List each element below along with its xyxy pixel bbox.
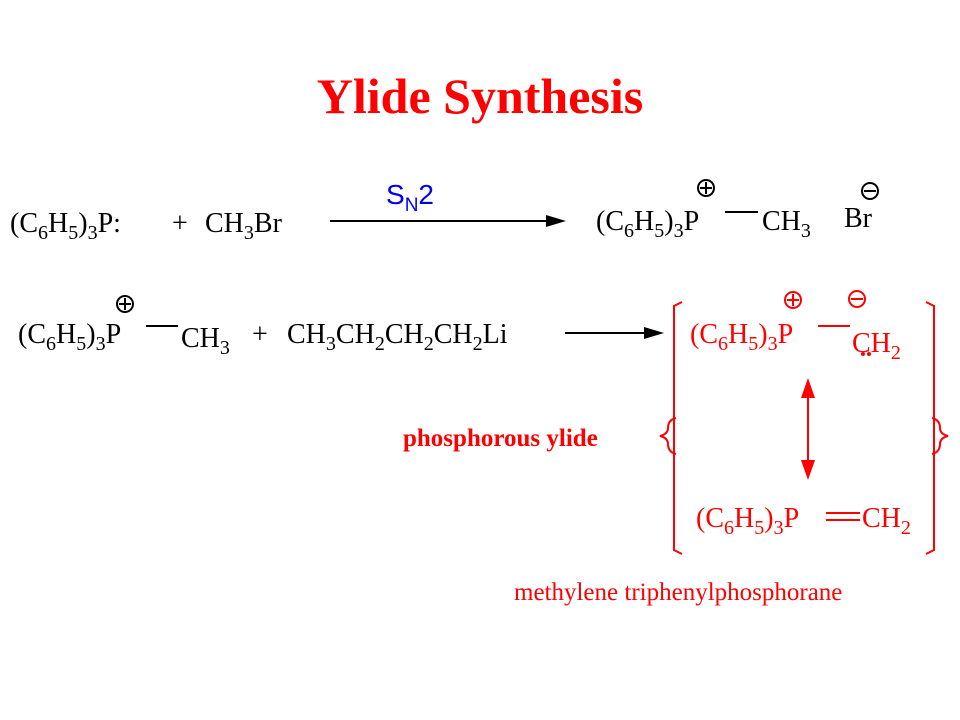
plus-sign: + <box>252 319 268 350</box>
ylide-resonance-form-1: (C6H5)3P <box>690 319 793 355</box>
methyl-group: CH3 <box>181 323 230 359</box>
reactant-triphenylphosphine: (C6H5)3P: <box>10 208 121 244</box>
arrow-label-sn2: SN2 <box>386 179 434 216</box>
compound-name: methylene triphenylphosphorane <box>514 579 842 606</box>
reaction-arrow <box>330 215 566 227</box>
methylene-group: CH2 <box>862 503 911 539</box>
curly-brace <box>931 417 949 455</box>
carbanion-group: CH2 <box>852 328 901 364</box>
bromide-counterion: Br <box>844 203 873 234</box>
positive-charge-icon <box>784 291 802 309</box>
plus-sign: + <box>172 208 188 239</box>
ylide-resonance-form-2: (C6H5)3P <box>696 503 799 539</box>
reagent-butyllithium: CH3CH2CH2CH2Li <box>287 319 508 355</box>
negative-charge-icon <box>861 182 879 200</box>
negative-charge-icon <box>848 290 866 308</box>
double-bond <box>826 512 860 521</box>
ylide-label: phosphorous ylide <box>403 425 598 452</box>
page-title: Ylide Synthesis <box>317 68 643 124</box>
phosphonium-salt: (C6H5)3P <box>18 319 121 355</box>
curly-brace <box>659 417 677 455</box>
left-square-bracket <box>673 301 683 555</box>
product-phosphonium: (C6H5)3P <box>596 206 699 242</box>
right-square-bracket <box>925 301 935 555</box>
reaction-arrow <box>565 327 664 339</box>
resonance-arrow-icon <box>801 378 815 480</box>
lone-pair-dots <box>861 352 871 356</box>
positive-charge-icon <box>116 295 134 313</box>
positive-charge-icon <box>697 179 715 197</box>
methyl-group: CH3 <box>762 206 811 242</box>
reactant-bromomethane: CH3Br <box>205 208 283 244</box>
